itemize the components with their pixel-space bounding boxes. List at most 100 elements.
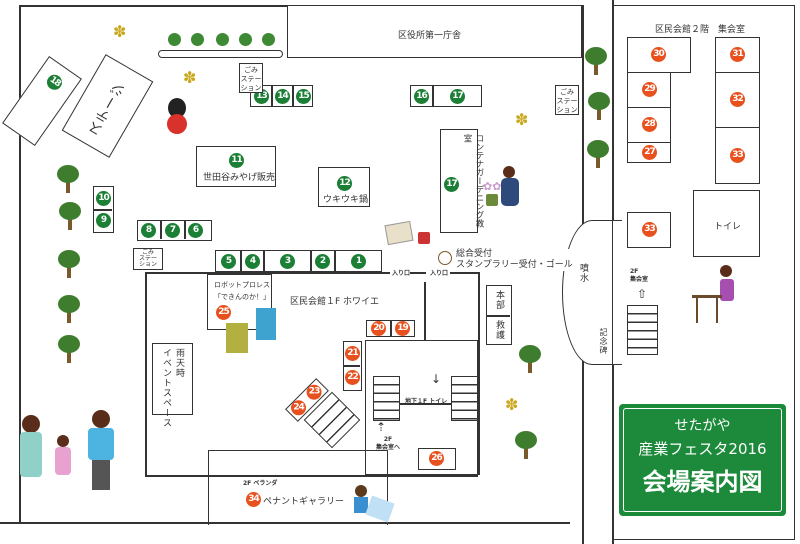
tree-icon [519,345,541,373]
city-hall-label: 区役所第一庁舎 [398,31,462,41]
room-33: 33 [715,127,760,184]
city-hall-building: 区役所第一庁舎 [287,5,582,58]
entrance-label[interactable]: 入り口 [392,270,411,277]
second-floor-building [612,5,795,540]
fountain-label: 噴水 [578,263,588,283]
hq-rescue-box: 本部 救護 [486,285,512,345]
mascot-character [164,98,190,144]
booth-marker-26[interactable]: 26 [429,451,444,466]
hedge [158,50,283,58]
booth-marker-5[interactable]: 5 [221,254,236,269]
booth-marker-8[interactable]: 8 [141,223,156,238]
booth-marker-18[interactable]: 18 [44,71,65,93]
stamp-icon [418,232,430,244]
veranda-label: 2F ベランダ [243,480,278,487]
booth-marker-12[interactable]: 12 [337,176,352,191]
booth-marker-28[interactable]: 28 [642,117,657,132]
booth-marker-1[interactable]: 1 [351,254,366,269]
tree-icon [58,250,80,278]
corridor [400,403,451,405]
tree-icon [585,47,607,75]
booth-marker-27[interactable]: 27 [642,145,657,160]
booth-marker-9[interactable]: 9 [96,213,111,228]
booth-marker-33b[interactable]: 33 [642,222,657,237]
stairs-2f[interactable] [627,305,658,355]
booth-9-10: 10 9 [93,186,114,233]
shrub-icon [216,33,229,46]
room-32: 32 [715,72,760,128]
booth-marker-16[interactable]: 16 [414,89,429,104]
booth-marker-20[interactable]: 20 [371,321,386,336]
room-30: 30 [627,37,691,73]
booth-marker-30[interactable]: 30 [651,47,666,62]
booth-17-label: コンテナガーデニング教室 [462,134,484,228]
tree-icon [59,202,81,230]
booth-marker-31[interactable]: 31 [730,47,745,62]
booth-marker-7[interactable]: 7 [165,223,180,238]
booth-marker-23[interactable]: 23 [306,384,322,400]
toilet-2f: トイレ [693,190,760,257]
arrow-up-icon: ⇡ [376,420,387,434]
booth-marker-21[interactable]: 21 [345,346,360,361]
booth-marker-32[interactable]: 32 [730,92,745,107]
booth-marker-3[interactable]: 3 [280,254,295,269]
booth-marker-15[interactable]: 15 [296,89,311,104]
room-28: 28 [627,107,671,143]
booth-11: 11 世田谷みやげ販売 [196,146,276,187]
stairs[interactable] [451,376,478,421]
shrub-icon [262,33,275,46]
veranda [208,450,388,525]
stage-label: ステージ [85,79,130,140]
booth-marker-19[interactable]: 19 [395,321,410,336]
booth-marker-29[interactable]: 29 [642,82,657,97]
rain-event-space-label: 雨天時 イベントスペース [161,348,184,428]
second-floor-label: 区民会館２階 集会室 [655,25,746,35]
boundary-left [19,5,21,522]
booth-marker-6[interactable]: 6 [188,223,203,238]
title-panel: せたがや 産業フェスタ2016 会場案内図 [619,404,786,516]
toilet-label: トイレ [714,222,742,232]
title-line-3: 会場案内図 [642,468,763,496]
garbage-station: ごみ ステー ション [239,63,263,93]
arrow-down-icon: ↓ [431,372,442,386]
booth-17-garden: 17 コンテナガーデニング教室 [440,129,484,233]
gardener-illustration: ✿✿ [483,166,523,211]
reception-marker[interactable] [438,251,452,265]
booth-marker-34[interactable]: 34 [246,492,261,507]
building-wall [410,272,426,274]
arrow-up-icon: ⇧ [637,287,648,301]
tree-icon [515,431,537,459]
booth-marker-4[interactable]: 4 [245,254,260,269]
tree-icon [587,140,609,168]
booth-marker-25[interactable]: 25 [216,305,231,320]
rescue-label: 救護 [494,320,504,340]
booth-marker-17[interactable]: 17 [450,89,465,104]
tree-icon [58,335,80,363]
entrance-label[interactable]: 入り口 [430,270,449,277]
booth-marker-10[interactable]: 10 [96,191,111,206]
booth-marker-22[interactable]: 22 [345,370,360,385]
booth-marker-2[interactable]: 2 [315,254,330,269]
booth-marker-14[interactable]: 14 [275,89,290,104]
tree-icon [58,295,80,323]
rain-event-space: 雨天時 イベントスペース [152,343,193,428]
garbage-station: ごみ ステー ション [555,85,579,115]
booth-marker-33[interactable]: 33 [730,148,745,163]
to-2f-label[interactable]: 2F 集会室へ [376,436,401,451]
stamp-card-icon [384,220,414,246]
booth-marker-17-garden[interactable]: 17 [444,177,459,192]
booth-marker-11[interactable]: 11 [229,153,244,168]
booth-row-1-5: 5 4 3 2 1 [215,250,382,272]
building-wall [450,272,478,274]
stage: ステージ [61,54,154,158]
booth-marker-24[interactable]: 24 [291,400,307,416]
stairs-2f-label: 2F 集会室 [630,268,649,283]
booth-19-20: 20 19 [366,320,415,337]
building-wall [424,282,426,340]
stairs[interactable] [373,376,400,421]
room-33b: 33 [627,212,671,248]
shrub-icon [168,33,181,46]
booth-row-6-8: 8 7 6 [137,220,212,241]
foyer-label: 区民会館１F ホワイエ [290,297,379,307]
child-illustration [350,485,395,530]
